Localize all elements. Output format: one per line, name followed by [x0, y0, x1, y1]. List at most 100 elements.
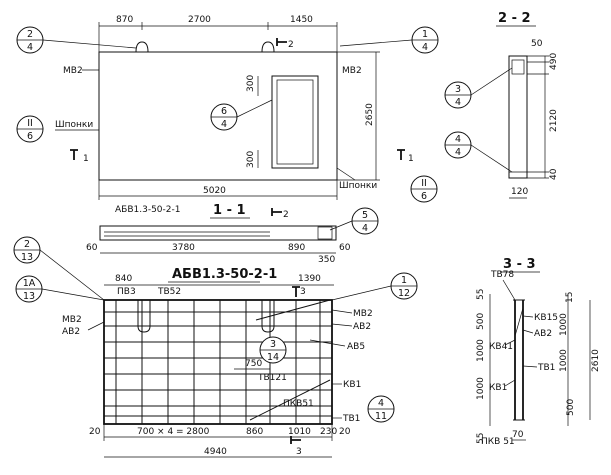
svg-text:4: 4 [27, 42, 33, 53]
lifting-loop-right [261, 41, 275, 53]
label-pkv51: ПКВ51 [283, 399, 314, 409]
callout-3-4: 3 4 [444, 67, 513, 109]
dim-1000-a: 1000 [476, 339, 486, 362]
svg-text:14: 14 [267, 352, 279, 363]
dim-1010: 1010 [288, 427, 311, 437]
callout-3-14: 3 14 [259, 336, 287, 364]
dim-2120: 2120 [549, 109, 559, 132]
svg-text:12: 12 [398, 288, 410, 299]
label-pkv51: ПКВ 51 [481, 437, 515, 447]
dim-55-bottom: 55 [476, 433, 486, 444]
dim-2610: 2610 [591, 349, 601, 372]
dim-500-bottom: 500 [566, 399, 576, 416]
dim-300-top: 300 [246, 75, 256, 92]
svg-text:4: 4 [455, 134, 461, 145]
label-tv78: ТВ78 [490, 270, 514, 280]
callout-1-12: 1 12 [331, 272, 418, 301]
svg-text:II: II [27, 118, 33, 129]
svg-text:5: 5 [362, 210, 368, 221]
dim-890: 890 [288, 243, 305, 253]
dim-860: 860 [246, 427, 263, 437]
label-tb1: ТВ1 [537, 363, 555, 373]
dim-870: 870 [116, 15, 133, 25]
svg-text:2: 2 [27, 29, 33, 40]
panel-opening [271, 75, 319, 169]
dim-70: 70 [512, 430, 524, 440]
label-ab2-left: АВ2 [62, 327, 80, 337]
label-ab2: АВ2 [534, 329, 552, 339]
dim-60-left: 60 [86, 243, 98, 253]
svg-text:3: 3 [455, 84, 461, 95]
svg-text:11: 11 [375, 411, 387, 422]
callout-II-6-right: II 6 [410, 175, 438, 203]
dim-1450: 1450 [290, 15, 313, 25]
section-arrow-1-right [397, 149, 405, 160]
callout-6-4: 6 4 [210, 99, 273, 131]
label-mb2-right: МВ2 [342, 66, 362, 76]
svg-text:4: 4 [455, 97, 461, 108]
callout-4-4: 4 4 [444, 131, 513, 173]
callout-5-4: 5 4 [329, 207, 379, 235]
section-1-1-mark-2: 2 [283, 210, 289, 220]
svg-text:6: 6 [27, 131, 33, 142]
svg-text:4: 4 [422, 42, 428, 53]
label-pv3: ПВ3 [117, 287, 136, 297]
svg-text:13: 13 [21, 252, 33, 263]
dim-350: 350 [318, 255, 335, 265]
dim-55-top: 55 [476, 289, 486, 300]
dim-1000-b: 1000 [476, 377, 486, 400]
label-tb1: ТВ1 [342, 414, 360, 424]
svg-text:3: 3 [270, 339, 276, 350]
section-arrow-2 [276, 38, 287, 46]
reinforcement-cage: АБВ1.3-50-2-1 840 1390 ПВ3 ТВ52 МВ2 АВ2 … [13, 236, 418, 458]
callout-2-4: 2 4 [16, 26, 137, 54]
dim-right-1000-a: 1000 [559, 313, 569, 336]
cage-section-mark-3-bottom: 3 [296, 447, 302, 457]
callout-4-11: 4 11 [367, 395, 395, 423]
dim-20-right: 20 [339, 427, 351, 437]
label-kb1: КВ1 [343, 380, 361, 390]
svg-text:4: 4 [221, 119, 227, 130]
dim-2650: 2650 [365, 103, 375, 126]
dim-40: 40 [549, 168, 559, 180]
section-3-3: 3 - 3 55 500 1000 1000 500 55 15 1000 10… [476, 257, 601, 447]
section-2-2: 2 - 2 50 490 2120 40 120 3 4 4 4 [444, 11, 559, 199]
dim-2700: 2700 [188, 15, 211, 25]
label-mb2-right: МВ2 [353, 309, 373, 319]
dim-230: 230 [320, 427, 337, 437]
section-mark-2: 2 [288, 40, 294, 50]
dim-3780: 3780 [172, 243, 195, 253]
section-2-2-title: 2 - 2 [498, 11, 531, 26]
callout-II-6-left: II 6 [16, 115, 44, 143]
label-shponki-right: Шпонки [339, 181, 377, 191]
dim-300-bottom: 300 [246, 151, 256, 168]
label-ab2-right: АВ2 [353, 322, 371, 332]
section-1-1-outline [99, 225, 337, 241]
dim-490: 490 [549, 53, 559, 70]
callout-1A-13: 1А 13 [15, 275, 105, 303]
svg-text:1: 1 [422, 29, 428, 40]
callout-1-4: 1 4 [339, 26, 439, 54]
label-kb1: КВ1 [489, 383, 507, 393]
dim-840: 840 [115, 274, 132, 284]
svg-text:6: 6 [421, 191, 427, 202]
label-ab5: АВ5 [347, 342, 365, 352]
dim-50: 50 [531, 39, 543, 49]
svg-text:1: 1 [401, 275, 407, 286]
svg-text:1А: 1А [23, 278, 36, 289]
section-1-1-title: 1 - 1 [213, 203, 246, 218]
label-tv52: ТВ52 [157, 287, 181, 297]
lifting-loop-left [135, 41, 149, 53]
label-shponki-left: Шпонки [55, 120, 93, 130]
panel-elevation: 870 2700 1450 5020 2650 300 300 МВ2 МВ2 … [16, 15, 439, 203]
section-mark-1-right: 1 [408, 154, 414, 164]
dim-120: 120 [511, 187, 528, 197]
section-2-2-outline [508, 55, 528, 179]
svg-text:4: 4 [378, 398, 384, 409]
callout-2-13: 2 13 [13, 236, 105, 301]
svg-text:4: 4 [362, 223, 368, 234]
label-kv15: КВ15 [534, 313, 558, 323]
svg-text:13: 13 [23, 291, 35, 302]
dim-20-left: 20 [89, 427, 101, 437]
dim-60-right: 60 [339, 243, 351, 253]
